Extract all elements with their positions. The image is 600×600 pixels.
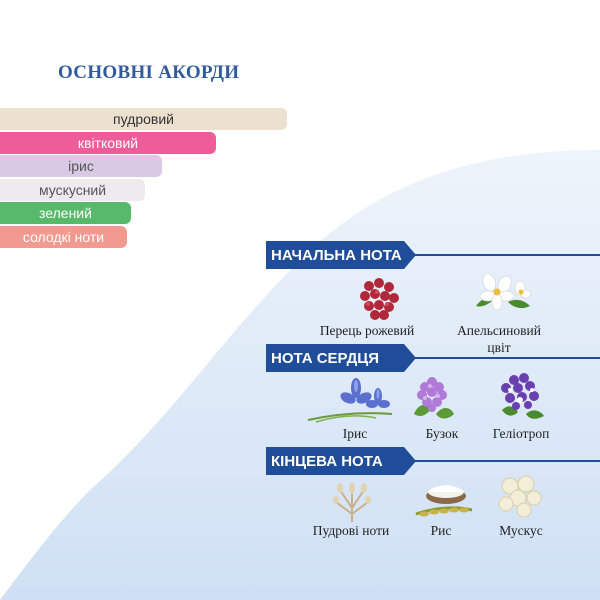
heliotrope-icon bbox=[501, 373, 544, 419]
orange-blossom-icon bbox=[476, 273, 532, 311]
note-label: Мускус bbox=[499, 523, 543, 538]
note-label: Ірис bbox=[342, 426, 368, 441]
powder-notes-icon bbox=[333, 482, 371, 522]
base-notes-section: КІНЦЕВА НОТА bbox=[266, 447, 600, 475]
pink-pepper-icon bbox=[360, 278, 399, 320]
accord-bar-powdery: пудровий bbox=[0, 108, 287, 130]
section-divider bbox=[414, 460, 600, 462]
note-label: Бузок bbox=[425, 426, 459, 441]
note-label: Перець рожевий bbox=[319, 323, 415, 338]
musk-icon bbox=[498, 475, 542, 518]
accord-bar-musky: мускусний bbox=[0, 178, 145, 201]
accord-label: пудровий bbox=[113, 111, 174, 127]
accord-bar-iris: ірис bbox=[0, 155, 162, 178]
lilac-icon bbox=[414, 377, 454, 419]
rice-icon bbox=[415, 485, 473, 517]
note-label: Апельсиновий цвіт bbox=[457, 323, 541, 355]
section-divider bbox=[414, 254, 600, 256]
note-label: Рис bbox=[430, 523, 452, 538]
accord-bar-sweet: солодкі ноти bbox=[0, 225, 127, 248]
heart-notes-banner: НОТА СЕРДЦЯ bbox=[266, 344, 416, 372]
iris-flower-icon bbox=[307, 378, 393, 423]
accord-label: квітковий bbox=[77, 134, 139, 151]
note-label: Пудрові ноти bbox=[312, 523, 390, 538]
accord-label: ірис bbox=[68, 158, 94, 175]
page-title: ОСНОВНІ АКОРДИ bbox=[58, 62, 240, 83]
accord-label: мускусний bbox=[38, 181, 107, 198]
accords-list: пудровий квітковий ірис мускусний зелени… bbox=[0, 108, 287, 250]
base-notes-banner: КІНЦЕВА НОТА bbox=[266, 447, 416, 475]
section-divider bbox=[414, 357, 600, 359]
accord-label: солодкі ноти bbox=[22, 228, 105, 245]
heart-notes-section: НОТА СЕРДЦЯ bbox=[266, 344, 600, 372]
top-notes-banner: НАЧАЛЬНА НОТА bbox=[266, 241, 416, 269]
note-label: Геліотроп bbox=[492, 426, 550, 441]
accord-bar-floral: квітковий bbox=[0, 131, 216, 154]
accord-label: зелений bbox=[39, 205, 92, 222]
accord-bar-green: зелений bbox=[0, 202, 131, 225]
top-notes-section: НАЧАЛЬНА НОТА bbox=[266, 241, 600, 269]
